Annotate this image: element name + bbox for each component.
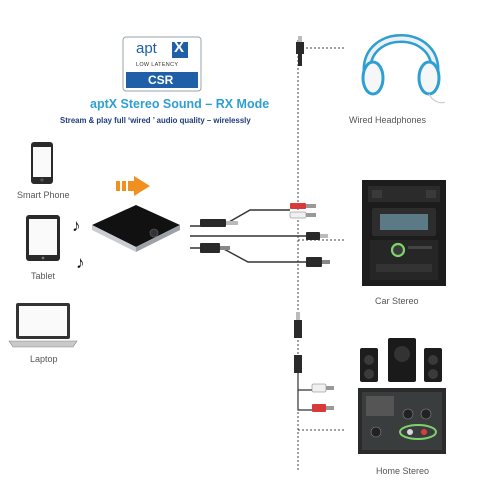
aptx-tagline: LOW LATENCY <box>136 62 179 68</box>
optical-plug <box>200 243 330 267</box>
tablet-label: Tablet <box>31 271 56 281</box>
headline-subtitle: Stream & play full ‘wired ’ audio qualit… <box>60 116 251 125</box>
wired-headphones-label: Wired Headphones <box>349 115 427 125</box>
smart-phone-label: Smart Phone <box>17 190 70 200</box>
home-aux-plug <box>294 312 302 373</box>
aux-plug <box>200 219 238 227</box>
transmitter-device <box>92 205 180 252</box>
car-stereo-label: Car Stereo <box>375 296 419 306</box>
laptop-icon <box>8 303 78 348</box>
rca-plugs-top <box>289 203 316 219</box>
home-rca-plugs <box>297 373 334 412</box>
csr-logo-text: CSR <box>148 73 174 87</box>
aux-plug-right <box>306 232 328 240</box>
music-note-icon-2: ♪ <box>76 253 85 272</box>
tablet-icon <box>26 215 60 261</box>
headphone-plug <box>296 36 304 66</box>
aptx-x-mark: X <box>174 39 185 56</box>
home-stereo-label: Home Stereo <box>376 466 430 476</box>
car-stereo-image <box>362 180 446 286</box>
home-stereo-panel-image <box>358 388 446 454</box>
smart-phone-icon <box>31 142 53 184</box>
music-note-icon: ♪ <box>72 216 81 235</box>
speaker-set-image <box>360 338 442 382</box>
headphones-icon <box>361 34 446 104</box>
orange-arrow-icon <box>116 176 150 196</box>
headline-title: aptX Stereo Sound – RX Mode <box>90 97 270 111</box>
aptx-badge-frame <box>122 36 202 92</box>
aptx-brand-text: apt <box>136 40 157 57</box>
laptop-label: Laptop <box>30 354 58 364</box>
aptx-badge: apt X LOW LATENCY CSR <box>122 36 202 92</box>
